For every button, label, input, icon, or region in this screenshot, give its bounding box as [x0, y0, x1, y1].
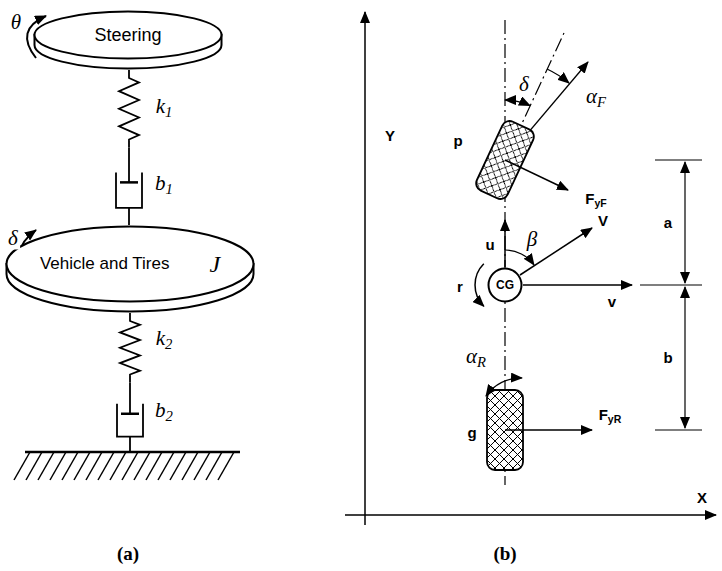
symbol-label: δ — [6, 227, 20, 250]
cg-circle: CG — [487, 267, 523, 303]
symbol-label: v — [606, 293, 618, 310]
symbol-label: αF — [584, 85, 608, 111]
symbol-label: a — [662, 214, 674, 231]
symbol-label: p — [451, 132, 464, 149]
node-label: CG — [496, 278, 514, 292]
symbol-label: u — [483, 236, 496, 253]
disc-body: Vehicle and Tires J — [5, 225, 255, 313]
symbol-label: θ — [9, 11, 23, 34]
symbol-label: αR — [464, 345, 488, 371]
symbol-label: V — [596, 212, 610, 229]
symbol-label: β — [525, 228, 539, 251]
symbol-label: b1 — [153, 172, 175, 198]
symbol-label: δ — [517, 73, 531, 96]
inertia-symbol: J — [209, 251, 220, 278]
symbol-label: X — [695, 489, 709, 506]
symbol-label: k1 — [154, 95, 175, 121]
symbol-label: b2 — [153, 399, 175, 425]
node-label: Vehicle and Tires — [40, 254, 169, 274]
symbol-label: Y — [383, 127, 397, 144]
symbol-label: g — [465, 424, 478, 441]
panel-label: (b) — [491, 543, 518, 564]
symbol-label: b — [661, 349, 674, 366]
disc-body: Steering — [33, 10, 223, 70]
node-label: Steering — [94, 25, 161, 46]
symbol-label: FyF — [583, 190, 608, 210]
symbol-label: k2 — [154, 327, 175, 353]
symbol-label: FyR — [597, 406, 624, 426]
symbol-label: r — [455, 278, 465, 295]
spring-damper — [116, 70, 142, 225]
panel-label: (a) — [115, 543, 141, 564]
